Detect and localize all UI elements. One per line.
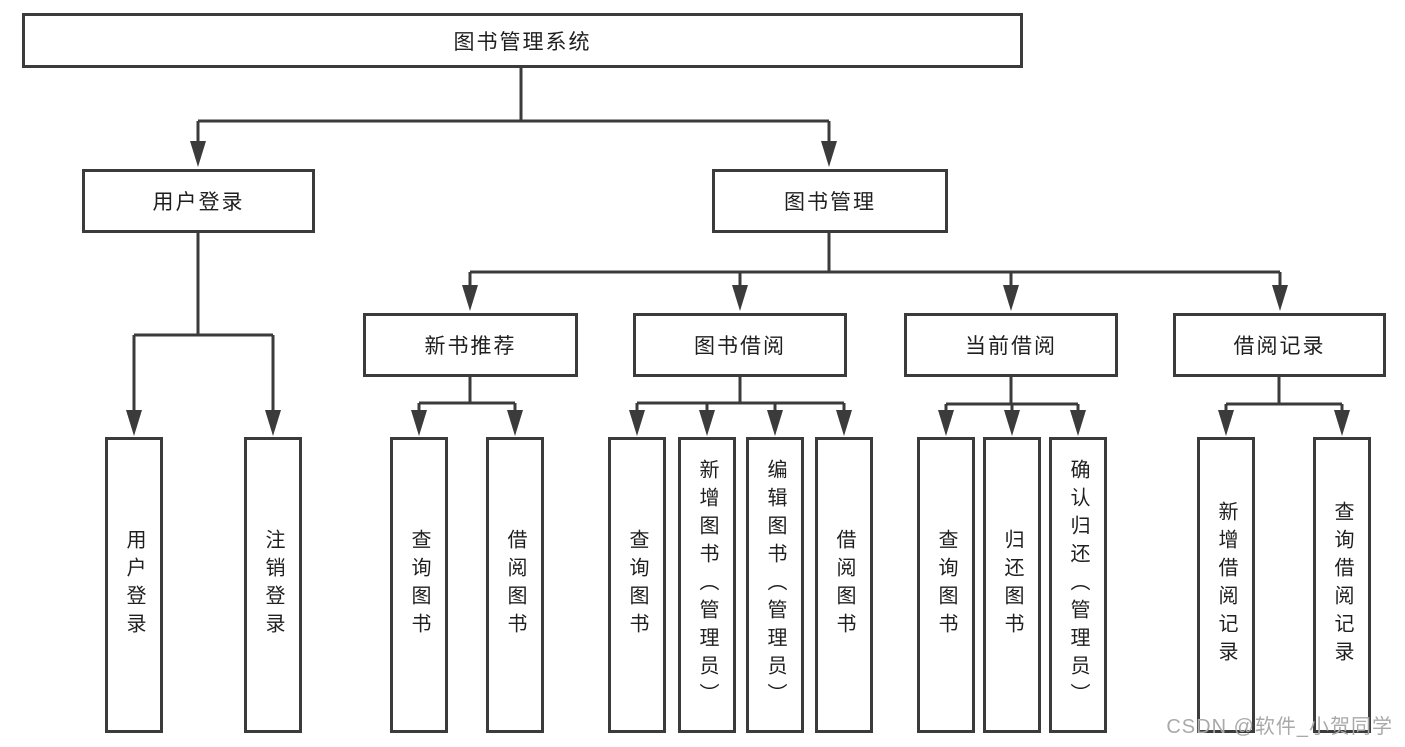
leaf-records-query-borrow-record: 查询借阅记录 xyxy=(1313,437,1371,733)
node-book-borrowing: 图书借阅 xyxy=(633,313,847,377)
leaf-borrowing-query-books: 查询图书 xyxy=(608,437,666,733)
node-book-management: 图书管理 xyxy=(712,169,948,233)
node-library-management-system: 图书管理系统 xyxy=(22,13,1023,68)
leaf-borrowing-add-books-admin: 新增图书（管理员） xyxy=(678,437,736,733)
leaf-borrowing-borrow-books: 借阅图书 xyxy=(815,437,873,733)
leaf-current-confirm-return-admin: 确认归还（管理员） xyxy=(1049,437,1107,733)
leaf-logout: 注销登录 xyxy=(244,437,302,733)
leaf-recommend-borrow-books: 借阅图书 xyxy=(486,437,544,733)
node-new-book-recommendation: 新书推荐 xyxy=(363,313,578,377)
leaf-records-add-borrow-record: 新增借阅记录 xyxy=(1197,437,1255,733)
node-borrowing-records: 借阅记录 xyxy=(1173,313,1386,377)
connector-user-login-children xyxy=(126,233,281,436)
connector-book-borrow-children xyxy=(629,377,852,436)
connector-book-mgmt-children xyxy=(462,233,1288,311)
leaf-borrowing-edit-books-admin: 编辑图书（管理员） xyxy=(746,437,804,733)
connector-current-borrow-children xyxy=(938,377,1086,436)
node-user-login: 用户登录 xyxy=(82,169,315,233)
node-current-borrowing: 当前借阅 xyxy=(904,313,1118,377)
leaf-current-query-books: 查询图书 xyxy=(917,437,975,733)
connector-new-book-rec-children xyxy=(411,377,523,436)
csdn-watermark: CSDN @软件_小贺同学 xyxy=(1166,716,1393,738)
connector-borrow-records-children xyxy=(1218,377,1350,436)
leaf-user-login: 用户登录 xyxy=(105,437,163,733)
leaf-recommend-query-books: 查询图书 xyxy=(390,437,448,733)
leaf-current-return-books: 归还图书 xyxy=(983,437,1041,733)
connector-root-to-level2 xyxy=(190,68,837,167)
